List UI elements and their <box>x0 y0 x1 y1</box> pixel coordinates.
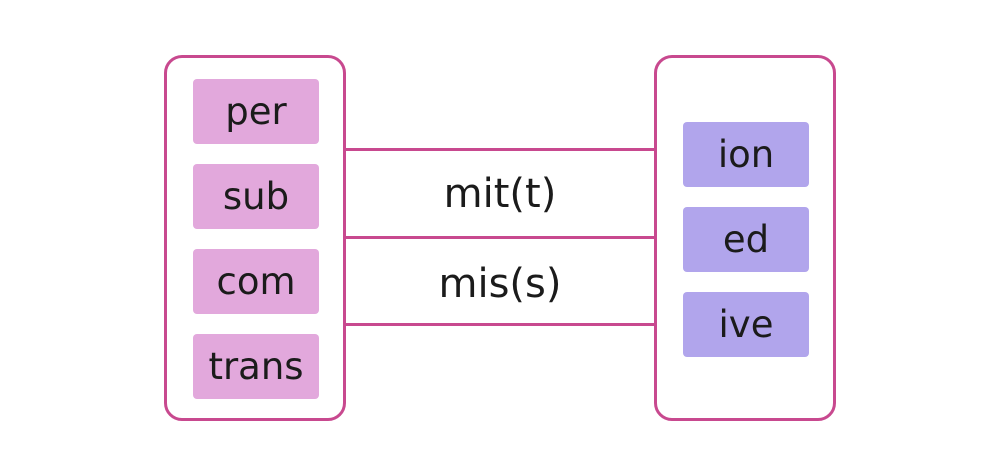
suffix-chip-ed: ed <box>683 207 809 272</box>
prefix-chip-per: per <box>193 79 319 144</box>
suffix-chip-ion: ion <box>683 122 809 187</box>
root-mit: mit(t) <box>443 171 557 217</box>
prefix-chip-sub: sub <box>193 164 319 229</box>
connector-line-bottom <box>346 323 654 326</box>
connector-line-middle <box>346 236 654 239</box>
suffix-chip-ive: ive <box>683 292 809 357</box>
prefix-chip-trans: trans <box>193 334 319 399</box>
root-mis: mis(s) <box>438 261 562 307</box>
connector-line-top <box>346 148 654 151</box>
suffix-panel: ion ed ive <box>654 55 836 421</box>
prefix-panel: per sub com trans <box>164 55 346 421</box>
prefix-chip-com: com <box>193 249 319 314</box>
